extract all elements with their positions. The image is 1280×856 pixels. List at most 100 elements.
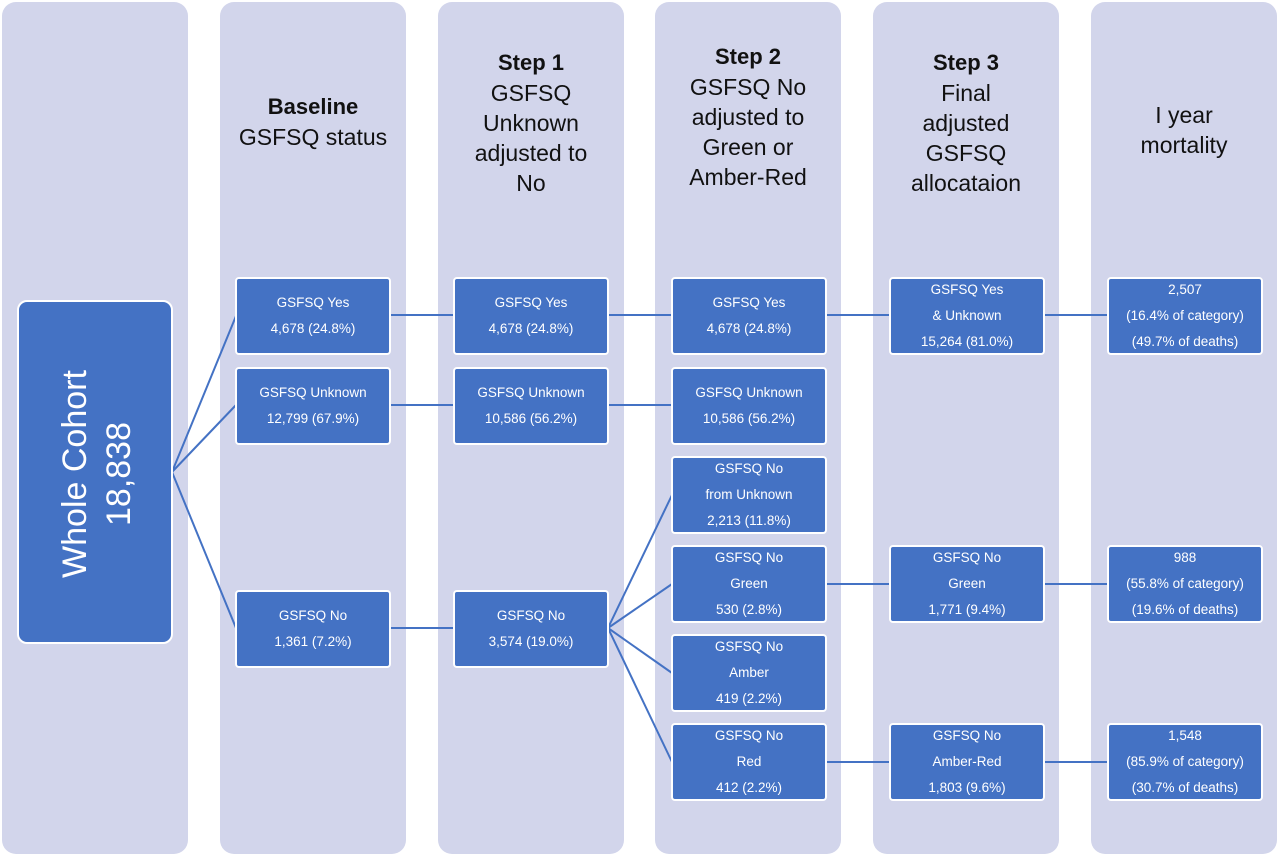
box-line: (30.7% of deaths) <box>1131 780 1239 795</box>
step1-unknown-box: GSFSQ Unknown 10,586 (56.2%) <box>453 367 609 445</box>
column-subtitle-line: GSFSQ <box>925 140 1007 166</box>
box-line: GSFSQ Unknown <box>477 385 585 400</box>
column-header: Baseline GSFSQ status <box>220 92 406 152</box>
box-line: Red <box>736 754 762 769</box>
whole-cohort-label: Whole Cohort <box>56 370 94 578</box>
box-line: 10,586 (56.2%) <box>484 411 578 426</box>
column-subtitle-line: No <box>516 170 546 196</box>
box-line: 419 (2.2%) <box>715 691 783 706</box>
column-mortality: I year mortality <box>1091 2 1277 854</box>
column-subtitle-line: adjusted <box>922 110 1010 136</box>
baseline-unknown-box: GSFSQ Unknown 12,799 (67.9%) <box>235 367 391 445</box>
box-line: 15,264 (81.0%) <box>920 334 1014 349</box>
connector-no-to-from-unknown <box>607 494 673 629</box>
box-line: & Unknown <box>932 308 1002 323</box>
column-title-line: I year <box>1155 102 1213 128</box>
box-line: GSFSQ No <box>714 639 784 654</box>
column-header: Step 2 GSFSQ No adjusted to Green or Amb… <box>655 42 841 192</box>
box-line: Green <box>948 576 986 591</box>
step1-yes-box: GSFSQ Yes 4,678 (24.8%) <box>453 277 609 355</box>
box-line: GSFSQ Yes <box>276 295 350 310</box>
step2-unknown-box: GSFSQ Unknown 10,586 (56.2%) <box>671 367 827 445</box>
column-subtitle-line: allocataion <box>911 170 1021 196</box>
box-line: 4,678 (24.8%) <box>488 321 574 336</box>
connector-cohort-unknown <box>171 404 237 473</box>
box-line: 530 (2.8%) <box>715 602 783 617</box>
step2-yes-box: GSFSQ Yes 4,678 (24.8%) <box>671 277 827 355</box>
box-line: Amber <box>729 665 769 680</box>
box-line: 3,574 (19.0%) <box>488 634 574 649</box>
column-title-line: mortality <box>1140 132 1228 158</box>
box-line: 988 <box>1173 550 1197 565</box>
box-line: 412 (2.2%) <box>715 780 783 795</box>
box-line: 2,213 (11.8%) <box>707 513 791 528</box>
column-subtitle-line: Unknown <box>483 110 579 136</box>
box-line: GSFSQ No <box>496 608 566 623</box>
box-line: Green <box>730 576 768 591</box>
box-line: (49.7% of deaths) <box>1131 334 1239 349</box>
box-line: 12,799 (67.9%) <box>266 411 360 426</box>
box-line: (85.9% of category) <box>1126 754 1244 769</box>
box-line: (19.6% of deaths) <box>1131 602 1239 617</box>
column-subtitle-line: GSFSQ status <box>238 124 388 150</box>
column-subtitle-line: adjusted to <box>691 104 805 130</box>
column-header: I year mortality <box>1091 100 1277 160</box>
connector-no-to-amber <box>607 627 673 674</box>
box-line: GSFSQ Yes <box>712 295 786 310</box>
box-line: GSFSQ No <box>932 550 1002 565</box>
column-title: Baseline <box>267 94 359 119</box>
step2-amber-box: GSFSQ No Amber 419 (2.2%) <box>671 634 827 712</box>
column-title: Step 3 <box>932 50 1000 75</box>
box-line: 1,548 <box>1168 728 1202 743</box>
connector-cohort-no <box>171 471 237 629</box>
connector-no-to-red <box>607 627 673 763</box>
column-subtitle-line: Green or <box>702 134 794 160</box>
mortality-yes-unknown-box: 2,507 (16.4% of category) (49.7% of deat… <box>1107 277 1263 355</box>
mortality-amber-red-box: 1,548 (85.9% of category) (30.7% of deat… <box>1107 723 1263 801</box>
whole-cohort-count: 18,838 <box>100 422 138 526</box>
box-line: GSFSQ Unknown <box>259 385 367 400</box>
box-line: 1,361 (7.2%) <box>274 634 352 649</box>
column-subtitle-line: GSFSQ No <box>689 74 807 100</box>
column-subtitle-line: adjusted to <box>474 140 588 166</box>
whole-cohort-box: Whole Cohort 18,838 <box>17 300 173 644</box>
baseline-no-box: GSFSQ No 1,361 (7.2%) <box>235 590 391 668</box>
box-line: GSFSQ Yes <box>930 282 1004 297</box>
connector-cohort-yes <box>171 315 237 473</box>
column-title: Step 1 <box>497 50 565 75</box>
box-line: 10,586 (56.2%) <box>702 411 796 426</box>
connector-no-to-green <box>607 583 673 629</box>
box-line: GSFSQ Unknown <box>695 385 803 400</box>
box-line: GSFSQ No <box>714 550 784 565</box>
column-subtitle-line: Amber-Red <box>689 164 807 190</box>
box-line: GSFSQ No <box>932 728 1002 743</box>
box-line: 2,507 <box>1168 282 1202 297</box>
box-line: GSFSQ Yes <box>494 295 568 310</box>
box-line: 1,771 (9.4%) <box>928 602 1006 617</box>
column-header: Step 3 Final adjusted GSFSQ allocataion <box>873 48 1059 198</box>
step2-red-box: GSFSQ No Red 412 (2.2%) <box>671 723 827 801</box>
step3-amber-red-box: GSFSQ No Amber-Red 1,803 (9.6%) <box>889 723 1045 801</box>
baseline-yes-box: GSFSQ Yes 4,678 (24.8%) <box>235 277 391 355</box>
box-line: GSFSQ No <box>278 608 348 623</box>
box-line: GSFSQ No <box>714 461 784 476</box>
step2-no-from-unknown-box: GSFSQ No from Unknown 2,213 (11.8%) <box>671 456 827 534</box>
box-line: GSFSQ No <box>714 728 784 743</box>
step3-green-box: GSFSQ No Green 1,771 (9.4%) <box>889 545 1045 623</box>
column-subtitle-line: Final <box>941 80 991 106</box>
step3-yes-unknown-box: GSFSQ Yes & Unknown 15,264 (81.0%) <box>889 277 1045 355</box>
box-line: 1,803 (9.6%) <box>928 780 1006 795</box>
box-line: from Unknown <box>705 487 793 502</box>
column-title: Step 2 <box>714 44 782 69</box>
mortality-green-box: 988 (55.8% of category) (19.6% of deaths… <box>1107 545 1263 623</box>
column-subtitle-line: GSFSQ <box>490 80 572 106</box>
box-line: 4,678 (24.8%) <box>270 321 356 336</box>
box-line: (55.8% of category) <box>1126 576 1244 591</box>
box-line: Amber-Red <box>932 754 1002 769</box>
step1-no-box: GSFSQ No 3,574 (19.0%) <box>453 590 609 668</box>
whole-cohort-text: Whole Cohort 18,838 <box>53 370 141 578</box>
box-line: (16.4% of category) <box>1126 308 1244 323</box>
column-header: Step 1 GSFSQ Unknown adjusted to No <box>438 48 624 198</box>
step2-green-box: GSFSQ No Green 530 (2.8%) <box>671 545 827 623</box>
